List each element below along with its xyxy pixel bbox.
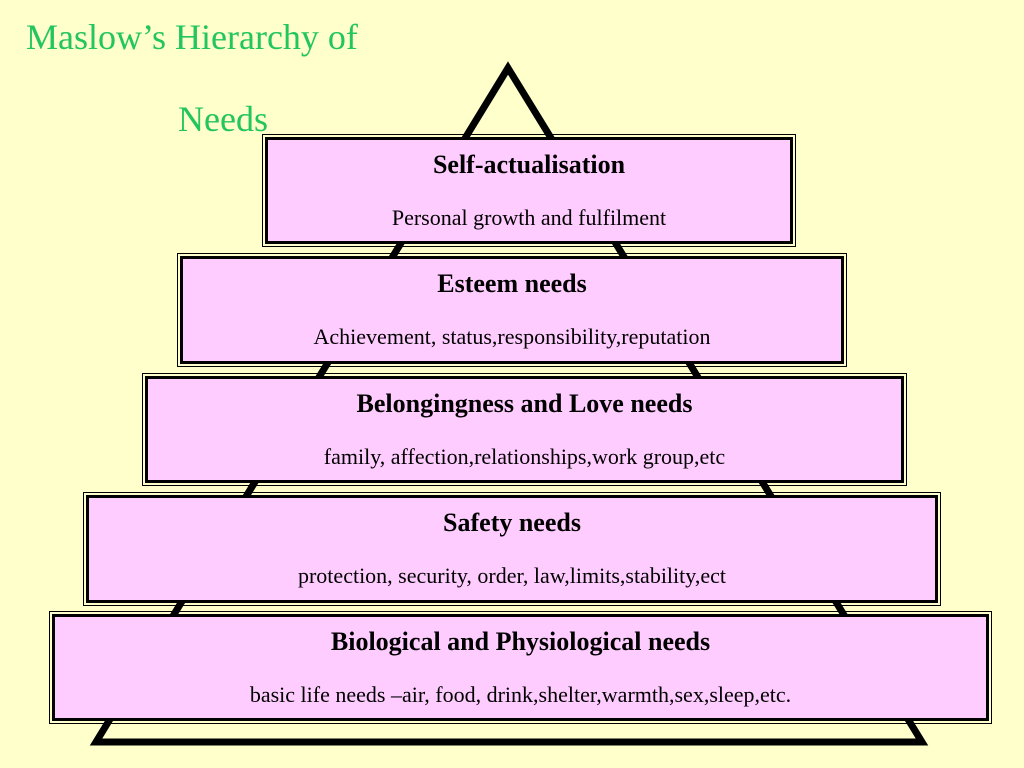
tier-description: Personal growth and fulfilment xyxy=(391,205,667,230)
tier-biological-physiological: Biological and Physiological needs basic… xyxy=(49,611,992,724)
tier-title: Self-actualisation xyxy=(432,150,626,179)
title-line-2: Needs xyxy=(178,99,268,139)
tier-self-actualisation: Self-actualisation Personal growth and f… xyxy=(262,134,796,247)
tier-description: Achievement, status,responsibility,reput… xyxy=(313,324,711,349)
title-line-1: Maslow’s Hierarchy of xyxy=(26,17,358,57)
tier-title: Belongingness and Love needs xyxy=(356,389,693,418)
tier-belongingness: Belongingness and Love needs family, aff… xyxy=(142,373,907,486)
tier-title: Biological and Physiological needs xyxy=(330,627,711,656)
tier-description: basic life needs –air, food, drink,shelt… xyxy=(249,682,792,707)
tier-safety: Safety needs protection, security, order… xyxy=(83,492,941,606)
tier-description: protection, security, order, law,limits,… xyxy=(297,563,726,588)
tier-title: Safety needs xyxy=(443,508,581,537)
tier-title: Esteem needs xyxy=(437,269,587,298)
tier-esteem: Esteem needs Achievement, status,respons… xyxy=(177,253,847,367)
tier-description: family, affection,relationships,work gro… xyxy=(323,444,726,469)
